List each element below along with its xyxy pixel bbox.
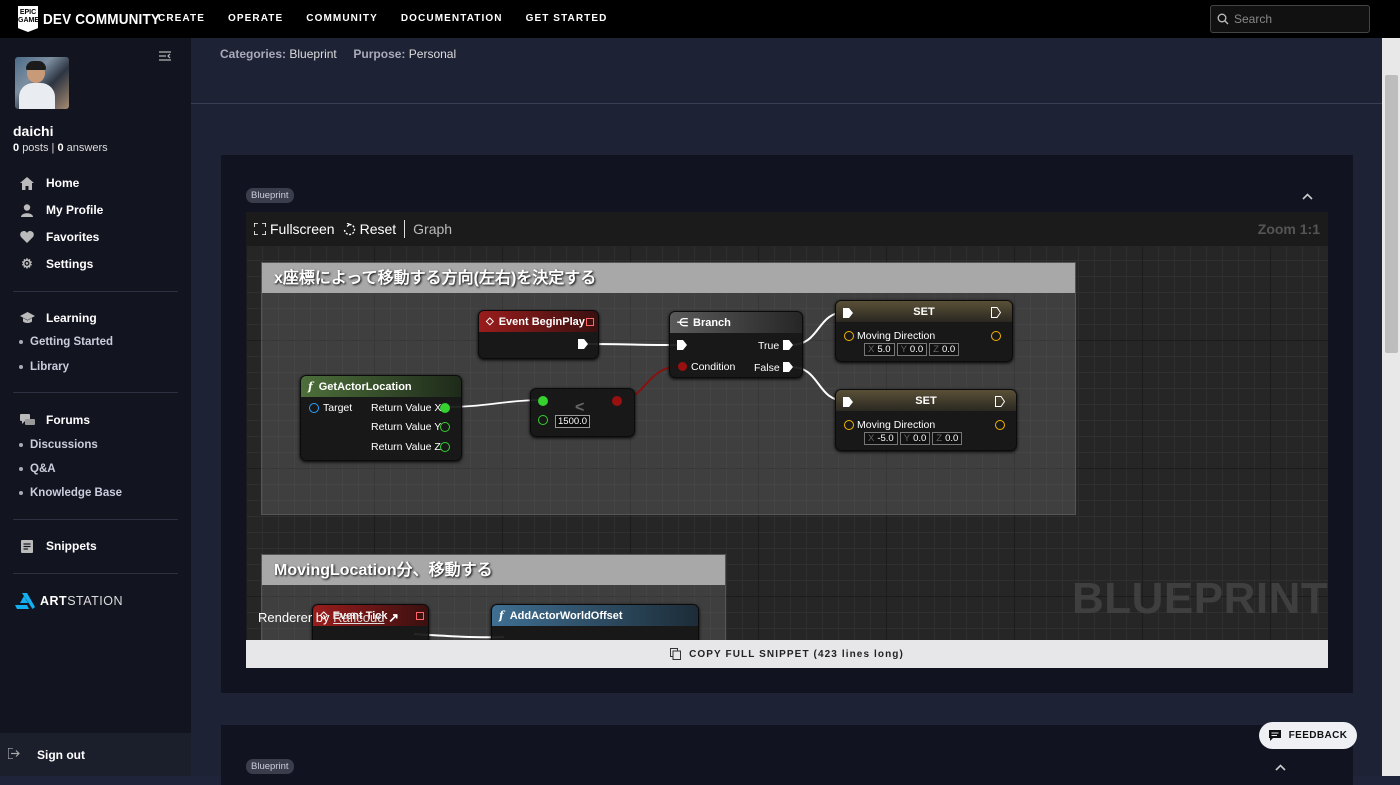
search-icon [1217, 13, 1229, 25]
nav-community[interactable]: COMMUNITY [306, 13, 378, 24]
snippet-card [221, 725, 1353, 785]
node-event-tick[interactable]: ◇Event Tick [312, 604, 429, 640]
reset-icon [343, 222, 355, 235]
external-link-arrow-icon: ↗ [388, 610, 400, 625]
brand-title: DEV COMMUNITY [43, 10, 161, 28]
sidebar-item-forums[interactable]: Forums [19, 412, 90, 428]
less-than-value[interactable]: 1500.0 [555, 415, 591, 428]
exec-pin-true[interactable] [783, 340, 793, 350]
top-nav-bar: EPIC GAMES DEV COMMUNITY CREATE OPERATE … [0, 0, 1400, 38]
nav-operate[interactable]: OPERATE [227, 13, 284, 24]
home-icon [19, 175, 35, 191]
exec-pin-out[interactable] [578, 339, 588, 349]
artstation-logo-icon [15, 593, 35, 609]
epic-games-logo-icon: EPIC GAMES [18, 6, 38, 32]
renderer-link[interactable]: Raficoud [333, 610, 385, 625]
float-pin-z[interactable] [440, 442, 450, 452]
bool-pin-condition[interactable] [678, 362, 687, 371]
graduation-cap-icon [19, 310, 35, 326]
purpose-value: Personal [408, 47, 457, 61]
renderer-credit: Renderer by Raficoud ↗ [258, 610, 400, 625]
snippet-type-badge: Blueprint [246, 188, 294, 203]
chat-bubbles-icon [19, 412, 35, 428]
feedback-icon [1268, 730, 1281, 741]
sign-out-button[interactable]: Sign out [0, 733, 191, 776]
graph-label: Graph [413, 221, 453, 237]
copy-full-snippet-button[interactable]: COPY FULL SNIPPET (423 lines long) [246, 640, 1328, 668]
float-pin-x[interactable] [440, 403, 450, 413]
sidebar-item-my-profile[interactable]: My Profile [19, 202, 103, 218]
sidebar-item-settings[interactable]: ⚙ Settings [19, 256, 93, 272]
gear-icon: ⚙ [21, 256, 33, 271]
sidebar-divider [13, 573, 178, 574]
profile-stats: 0 posts | 0 answers [13, 142, 108, 154]
sidebar-sub-discussions[interactable]: Discussions [19, 439, 98, 451]
avatar[interactable] [15, 57, 69, 109]
sidebar-sub-library[interactable]: Library [19, 361, 69, 373]
divider [191, 103, 1382, 104]
sidebar-divider [13, 291, 178, 292]
node-less-than[interactable]: < 1500.0 [530, 388, 635, 437]
float-pin-y[interactable] [440, 422, 450, 432]
blueprint-toolbar: Fullscreen Reset Graph Zoom 1:1 [246, 212, 1328, 246]
epic-dev-community-logo[interactable]: EPIC GAMES DEV COMMUNITY [18, 6, 173, 32]
sidebar-item-snippets[interactable]: Snippets [19, 538, 97, 554]
zoom-indicator: Zoom 1:1 [1257, 221, 1320, 237]
sidebar-divider [13, 519, 178, 520]
profile-username[interactable]: daichi [13, 123, 54, 139]
sign-out-icon [7, 746, 20, 762]
collapse-snippet-chevron-up-icon[interactable] [1275, 760, 1286, 774]
exec-pin-false[interactable] [783, 362, 793, 372]
object-pin-target[interactable] [309, 403, 319, 413]
search-input[interactable] [1234, 12, 1364, 26]
sidebar-sub-knowledge-base[interactable]: Knowledge Base [19, 487, 122, 499]
sidebar-sub-getting-started[interactable]: Getting Started [19, 336, 113, 348]
collapse-snippet-chevron-up-icon[interactable] [1302, 189, 1313, 203]
blueprint-watermark: BLUEPRINT [1072, 574, 1328, 623]
sidebar: daichi 0 posts | 0 answers Home My Profi… [0, 38, 191, 776]
category-link[interactable]: Blueprint [289, 47, 337, 61]
page-scrollbar-thumb[interactable] [1385, 75, 1398, 353]
collapse-sidebar-icon[interactable] [159, 50, 171, 64]
reset-button[interactable]: Reset [343, 221, 396, 237]
sidebar-item-favorites[interactable]: Favorites [19, 229, 99, 245]
fullscreen-button[interactable]: Fullscreen [254, 221, 335, 237]
nav-create[interactable]: CREATE [158, 13, 205, 24]
node-branch[interactable]: ⋲Branch True Condition False [669, 311, 803, 378]
sidebar-item-learning[interactable]: Learning [19, 310, 97, 326]
exec-pin-in[interactable] [677, 340, 687, 350]
feedback-button[interactable]: FEEDBACK [1259, 722, 1357, 749]
comment-title: MovingLocation分、移動する [262, 555, 725, 585]
copy-icon [670, 648, 682, 660]
search-box[interactable] [1210, 5, 1370, 33]
node-event-beginplay[interactable]: ◇Event BeginPlay [478, 310, 599, 359]
nav-documentation[interactable]: DOCUMENTATION [400, 13, 503, 24]
sidebar-item-home[interactable]: Home [19, 175, 79, 191]
sidebar-sub-qa[interactable]: Q&A [19, 463, 56, 475]
sidebar-divider [13, 392, 178, 393]
blueprint-graph-viewer[interactable]: Fullscreen Reset Graph Zoom 1:1 x座標によって移… [246, 212, 1328, 640]
toolbar-separator [404, 220, 406, 238]
nav-get-started[interactable]: GET STARTED [525, 13, 608, 24]
snippet-type-badge: Blueprint [246, 759, 294, 774]
comment-title: x座標によって移動する方向(左右)を決定する [262, 263, 1075, 293]
snippet-meta: Categories: Blueprint Purpose: Personal [220, 47, 457, 61]
user-icon [19, 202, 35, 218]
document-icon [19, 538, 35, 554]
main-nav: CREATE OPERATE COMMUNITY DOCUMENTATION G… [158, 13, 630, 24]
heart-icon [19, 229, 35, 245]
